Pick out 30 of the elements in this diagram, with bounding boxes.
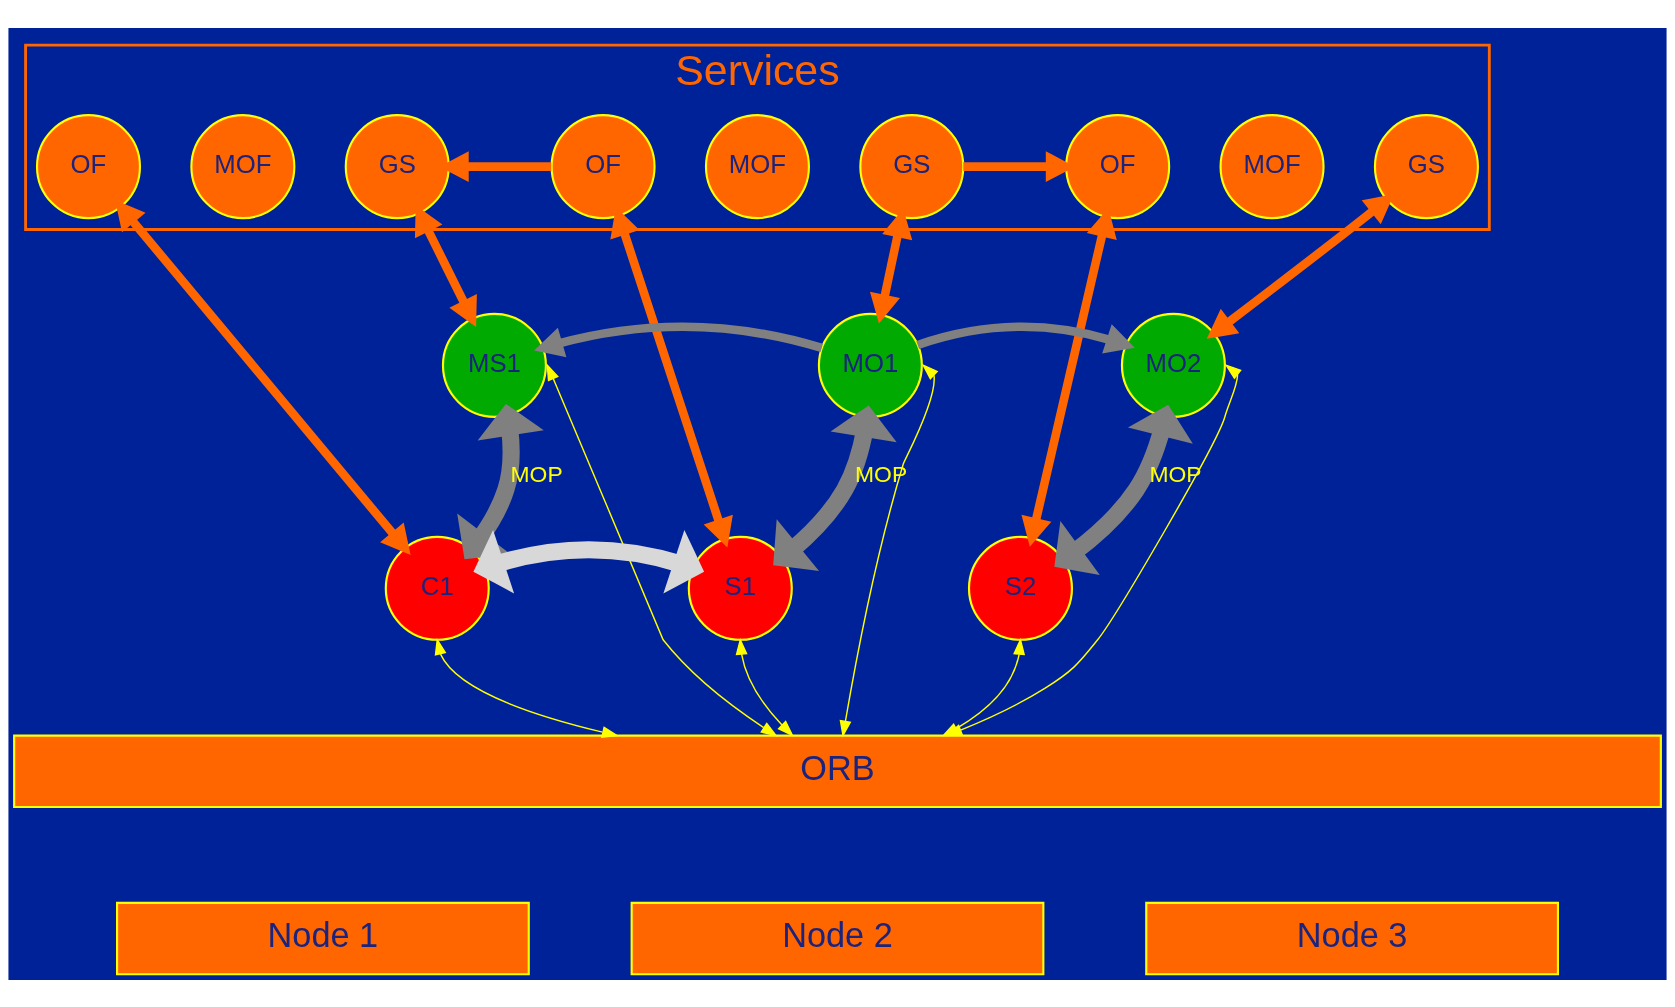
arrow [457,403,544,559]
arrow [839,363,939,738]
node-circle: MOF [704,113,810,219]
node-circle: MO1 [817,312,923,418]
node-circle: MOF [1219,113,1325,219]
node-circle: GS [344,113,450,219]
node-circle: MOF [190,113,296,219]
arrow [546,362,778,737]
edge-label: MOP [510,460,563,487]
node-circle: MO2 [1120,312,1226,418]
arrow [434,637,619,738]
node-box: Node 2 [630,901,1045,975]
node-circle: OF [550,113,656,219]
node-box: Node 1 [116,901,530,975]
node-circle: S2 [967,535,1073,641]
node-box: ORB [13,734,1662,808]
node-box: Node 3 [1145,901,1559,975]
node-circle: GS [1373,113,1479,219]
node-circle: OF [1065,113,1171,219]
arrow [473,529,705,593]
arrow [534,322,823,357]
arrow [773,404,897,571]
arrow [916,322,1135,353]
node-circle: GS [859,113,965,219]
node-circle: OF [35,113,141,219]
node-circle: MS1 [441,312,547,418]
node-circle: C1 [384,535,490,641]
arrow [1054,404,1193,575]
arrow [735,637,794,737]
node-circle: S1 [687,535,793,641]
